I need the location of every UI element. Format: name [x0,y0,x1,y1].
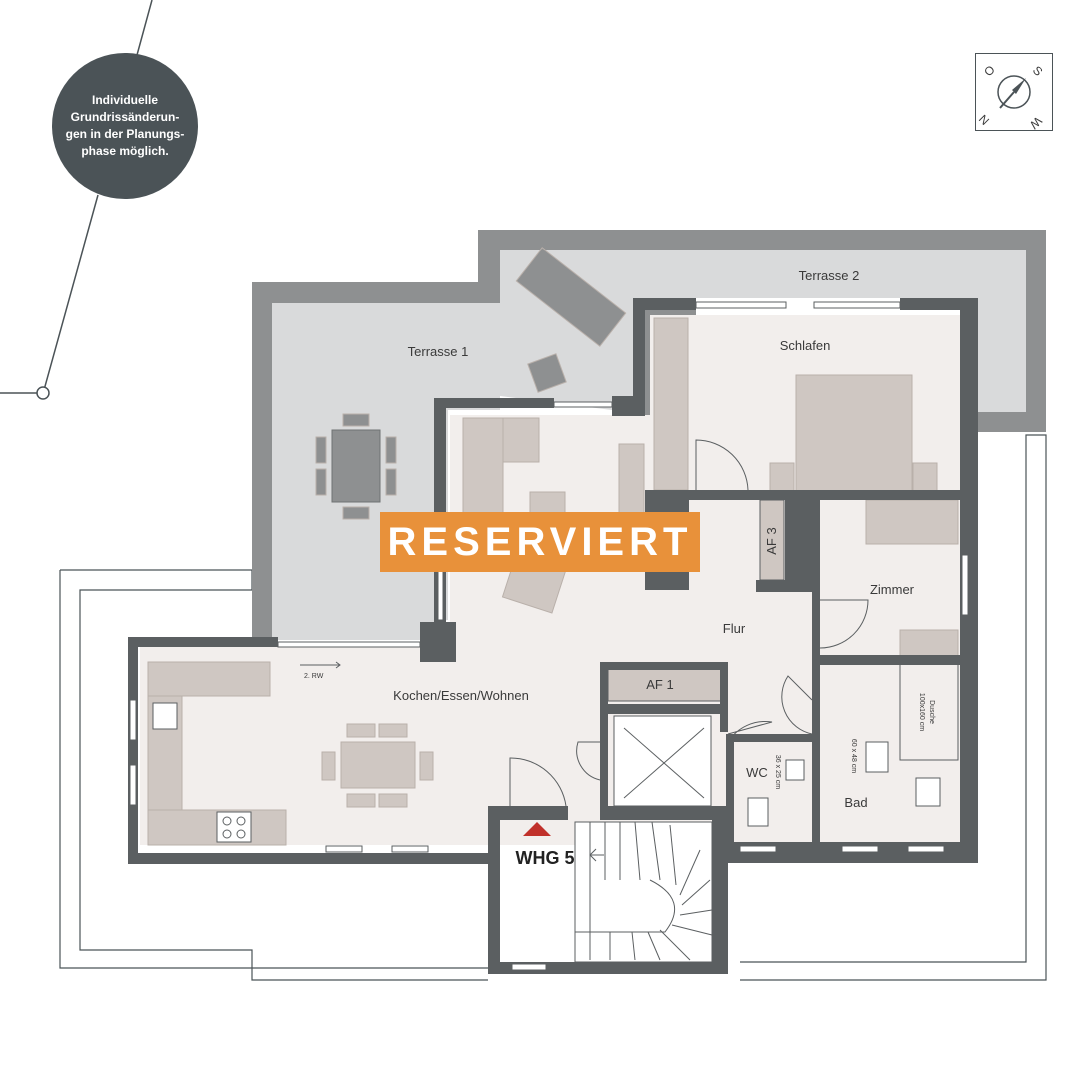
compass-icon: O S N W [975,53,1053,132]
label-kochen: Kochen/Essen/Wohnen [393,688,529,703]
compass-s: S [1030,63,1046,79]
label-af1: AF 1 [646,677,673,692]
rw-arrow [300,661,341,669]
label-dusche: Dusche [928,700,935,724]
label-bad: Bad [844,795,867,810]
unit-label: WHG 5 [515,848,574,868]
furniture [147,247,959,963]
label-zimmer: Zimmer [870,582,915,597]
compass-o: O [981,63,998,80]
stair-treads [575,821,713,961]
label-terrasse-2: Terrasse 2 [799,268,860,283]
reserved-label: RESERVIERT [387,519,693,564]
label-rw: 2. RW [304,673,324,680]
windows [129,301,969,971]
entrance-marker: WHG 5 [515,822,604,868]
note-text: Individuelle Grundrissänderun-gen in der… [65,93,185,158]
compass-n: N [976,112,992,128]
note-bubble: Individuelle Grundrissänderun-gen in der… [52,53,198,199]
reserved-banner: RESERVIERT [380,512,700,572]
compass-w: W [1026,114,1044,130]
label-bad-sink: 60 x 48 cm [850,739,857,773]
label-wc-sink: 36 x 25 cm [774,755,781,789]
label-schlafen: Schlafen [780,338,831,353]
label-terrasse-1: Terrasse 1 [408,344,469,359]
callout-line [0,0,153,400]
label-wc: WC [746,765,768,780]
label-af3: AF 3 [764,527,779,554]
room-labels: Terrasse 1 Terrasse 2 Schlafen Zimmer Fl… [304,268,935,810]
label-dusche-size: 100x160 cm [918,693,925,731]
label-flur: Flur [723,621,746,636]
walls [128,298,978,974]
door-swings [509,439,869,807]
